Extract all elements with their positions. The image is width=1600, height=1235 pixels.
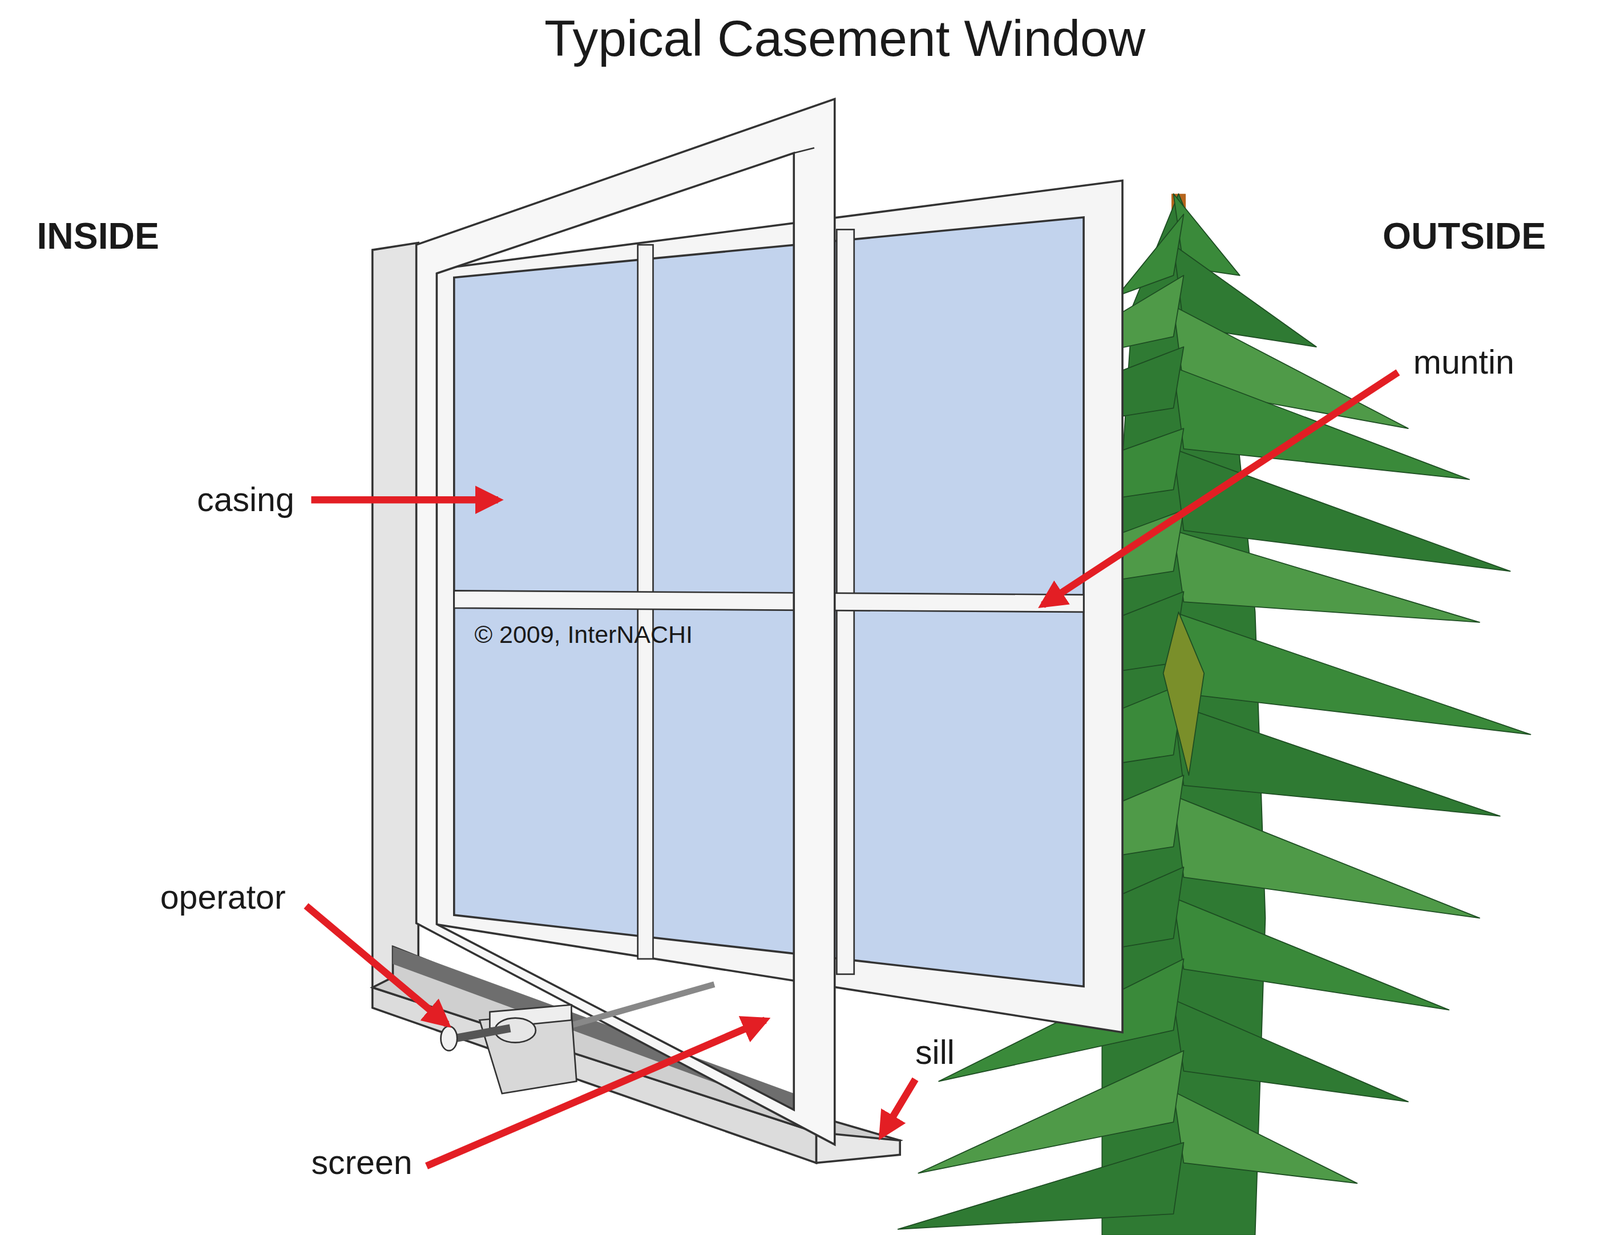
part-label: screen — [310, 1142, 412, 1184]
screen-frame — [416, 98, 835, 1145]
part-label: operator — [160, 877, 286, 919]
jamb — [372, 243, 419, 991]
operator-crank — [441, 984, 715, 1094]
side-label: OUTSIDE — [1382, 214, 1546, 259]
copyright-watermark: © 2009, InterNACHI — [474, 620, 693, 650]
sash — [428, 180, 1123, 1033]
side-label: INSIDE — [36, 214, 160, 259]
part-label: casing — [196, 479, 295, 520]
leader-arrows — [305, 372, 1398, 1167]
part-label: muntin — [1413, 341, 1515, 383]
part-label: sill — [915, 1032, 955, 1074]
diagram-title: Typical Casement Window — [487, 7, 1203, 70]
